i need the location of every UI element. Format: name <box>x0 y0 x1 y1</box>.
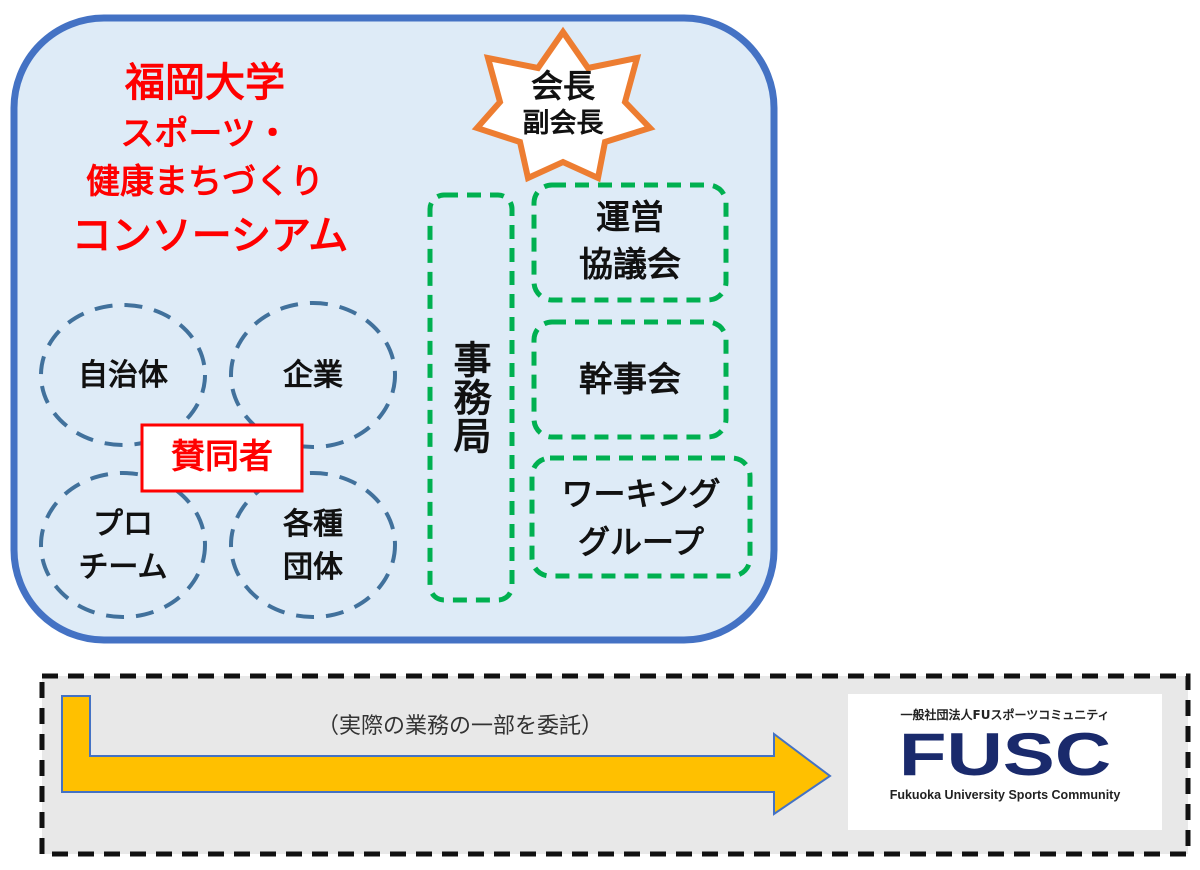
member-pro-teams-label-1: プロ <box>93 507 153 542</box>
fusc-logo-panel <box>848 694 1162 830</box>
executive-committee-label: 幹事会 <box>579 360 681 400</box>
consortium-title-line-4: コンソーシアム <box>71 213 349 259</box>
member-pro-teams-label-2: チーム <box>78 550 168 585</box>
working-group-label-2: グループ <box>577 523 705 561</box>
consortium-title-line-3: 健康まちづくり <box>86 162 324 202</box>
consortium-title-line-2: スポーツ・ <box>120 114 290 154</box>
leader-star <box>471 26 656 183</box>
member-circle-pro-teams <box>39 471 207 619</box>
fusc-logo-full-name: Fukuoka University Sports Community <box>889 788 1121 802</box>
secretariat-label: 事務局 <box>447 340 491 454</box>
vice-chairman-label: 副会長 <box>522 108 604 139</box>
working-group-label-1: ワーキング <box>561 475 721 513</box>
supporters-box <box>140 423 304 493</box>
secretariat-box <box>427 192 515 603</box>
member-companies-label: 企業 <box>283 358 343 393</box>
executive-committee-box <box>531 319 729 440</box>
steering-council-box <box>531 182 729 303</box>
steering-council-label-2: 協議会 <box>579 245 681 285</box>
member-organizations-label-1: 各種 <box>283 507 343 542</box>
consortium-title-line-1: 福岡大学 <box>125 60 285 106</box>
member-circle-companies <box>229 301 397 449</box>
delegation-arrow <box>61 695 832 816</box>
member-circle-municipality <box>39 303 207 447</box>
member-organizations-label-2: 団体 <box>283 550 343 585</box>
steering-council-label-1: 運営 <box>596 198 664 238</box>
chairman-label: 会長 <box>530 67 595 105</box>
member-municipality-label: 自治体 <box>78 358 168 393</box>
fusc-logo-acronym: FUSC <box>898 721 1112 788</box>
delegation-label: （実際の業務の一部を委託） <box>316 714 603 739</box>
fusc-logo-subtitle: 一般社団法人FUスポーツコミュニティ <box>900 708 1110 722</box>
supporters-label: 賛同者 <box>171 437 273 477</box>
member-circle-organizations <box>229 471 397 619</box>
